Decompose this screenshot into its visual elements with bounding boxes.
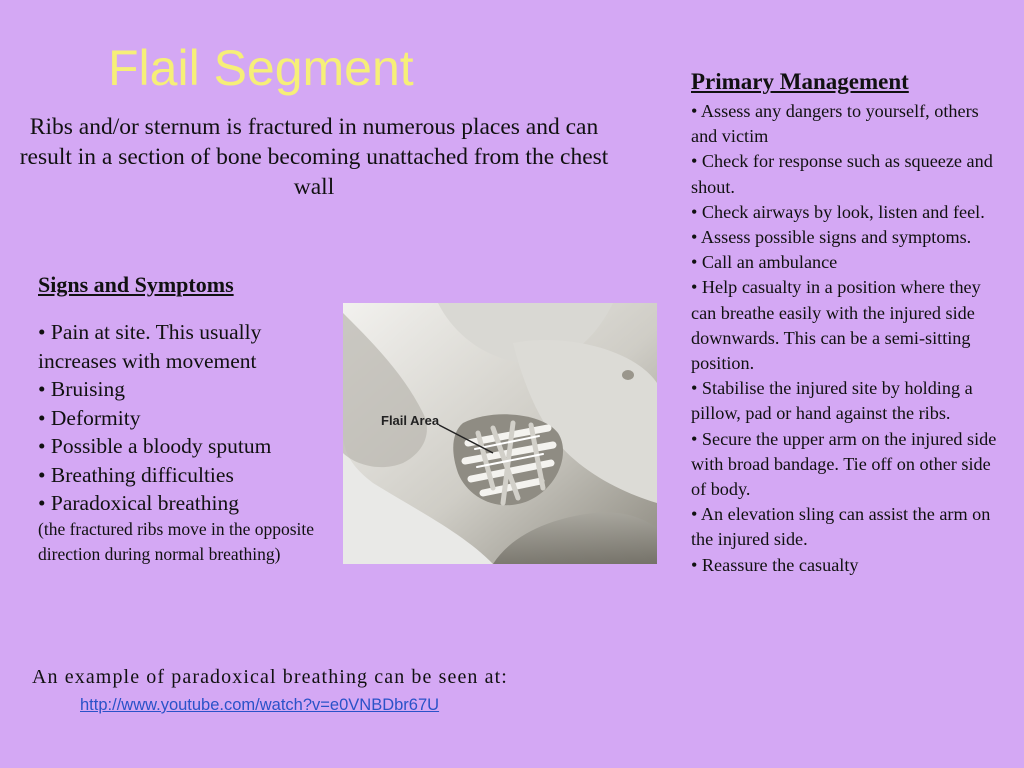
signs-item: • Breathing difficulties	[38, 462, 234, 487]
management-list: • Assess any dangers to yourself, others…	[691, 99, 1003, 578]
management-item: • Assess any dangers to yourself, others…	[691, 101, 979, 147]
youtube-link[interactable]: http://www.youtube.com/watch?v=e0VNBDbr6…	[80, 696, 440, 714]
footer-text: An example of paradoxical breathing can …	[32, 666, 508, 688]
management-item: • Reassure the casualty	[691, 554, 859, 575]
signs-item: • Paradoxical breathing	[38, 491, 239, 515]
management-item: • Secure the upper arm on the injured si…	[691, 428, 997, 500]
signs-item: • Deformity	[38, 405, 141, 430]
signs-item: • Possible a bloody sputum	[38, 434, 272, 458]
management-item: • Check for response such as squeeze and…	[691, 151, 993, 197]
management-item: • Stabilise the injured site by holding …	[691, 378, 973, 424]
signs-item: • Pain at site. This usually	[38, 320, 262, 344]
management-item: • Help casualty in a position where they…	[691, 277, 981, 374]
flail-area-label: Flail Area	[381, 413, 440, 428]
signs-list: • Pain at site. This usually increases w…	[38, 318, 338, 567]
management-item: • Check airways by look, listen and feel…	[691, 201, 985, 222]
signs-heading: Signs and Symptoms	[38, 272, 234, 297]
management-item: • Assess possible signs and symptoms.	[691, 227, 972, 248]
management-item: • An elevation sling can assist the arm …	[691, 504, 991, 550]
management-heading: Primary Management	[691, 69, 909, 94]
slide-intro: Ribs and/or sternum is fractured in nume…	[19, 114, 609, 200]
chest-illustration: Flail Area	[343, 303, 657, 564]
signs-item: • Bruising	[38, 377, 125, 401]
slide-title: Flail Segment	[108, 40, 414, 96]
signs-note: (the fractured ribs move in the opposite…	[38, 518, 315, 564]
signs-item: increases with movement	[38, 348, 257, 373]
chest-illustration-svg: Flail Area	[343, 303, 657, 564]
management-item: • Call an ambulance	[691, 252, 838, 273]
